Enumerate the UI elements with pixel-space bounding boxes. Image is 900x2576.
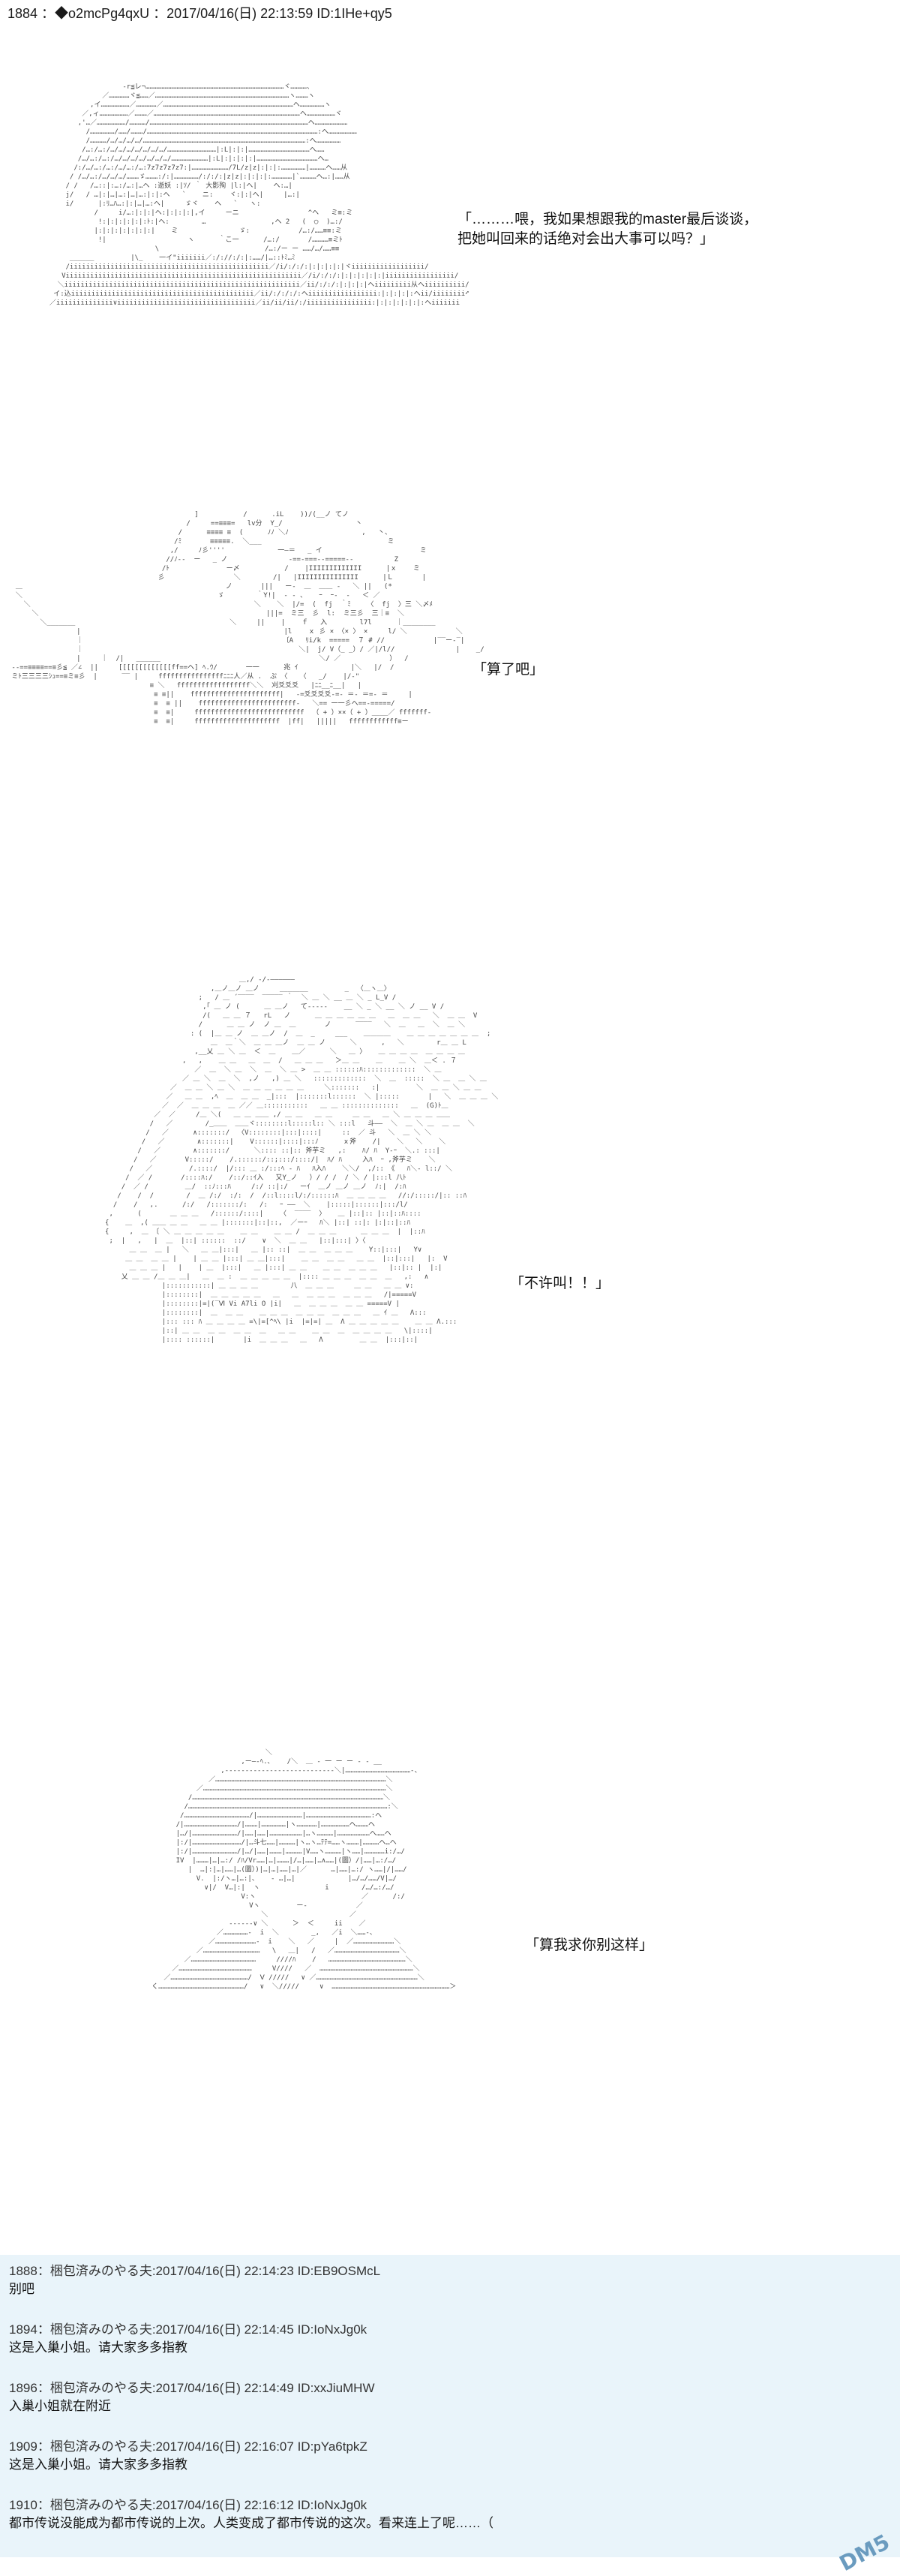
reply-body: 这是入巢小姐。请大家多多指教 [9, 2340, 188, 2355]
post-header: 1884 ：◆o2mcPg4qxU ：2017/04/16(日) 22:13:5… [8, 6, 392, 21]
site-logo: DM5 [836, 2529, 894, 2576]
speech-line: 「算我求你别这样」 [525, 1937, 654, 1953]
speech-line: 「算了吧」 [472, 662, 544, 678]
ascii-art-panel-1: -r≦レ¬…………………………………………………………………………………………ヾ… [49, 83, 469, 307]
reply-item: 1909：梱包済みのやる夫:2017/04/16(日) 22:16:07 ID:… [9, 2438, 368, 2474]
reply-item: 1888：梱包済みのやる夫:2017/04/16(日) 22:14:23 ID:… [9, 2262, 380, 2298]
reply-item: 1894：梱包済みのやる夫:2017/04/16(日) 22:14:45 ID:… [9, 2321, 367, 2357]
reply-meta: 1910：梱包済みのやる夫:2017/04/16(日) 22:16:12 ID:… [9, 2498, 368, 2512]
reply-meta: 1909：梱包済みのやる夫:2017/04/16(日) 22:16:07 ID:… [9, 2439, 368, 2454]
speech-line: 把她叫回来的话绝对会出大事可以吗？」 [458, 231, 715, 247]
ascii-art-panel-4: ＼ ,ー―‐ﾍ.､ /＼ ＿ ‐ 一 ー ー ‐ ‐ __ ,-‐‐‐‐‐‐‐‐… [152, 1749, 457, 1991]
reply-section: 1888：梱包済みのやる夫:2017/04/16(日) 22:14:23 ID:… [0, 2255, 900, 2576]
speech-line: 「不许叫！！」 [510, 1276, 610, 1291]
reply-item: 1910：梱包済みのやる夫:2017/04/16(日) 22:16:12 ID:… [9, 2496, 494, 2532]
reply-body: 别吧 [9, 2282, 34, 2296]
ascii-art-panel-3: ＿,/ ‐/‐―――――― ,＿ノ＿ノ ＿ノ _______ _ 〈＿ヽ＿〉 ;… [105, 976, 499, 1344]
ascii-art-panel-2: ] / .iL ))/(__ノ てノ / ==≡≡≡= lv分 Y_/ 丶 / … [11, 511, 484, 726]
reply-body: 入巢小姐就在附近 [9, 2399, 111, 2413]
speech-line: 「………喂，我如果想跟我的master最后谈谈， [458, 212, 758, 227]
reply-meta: 1896：梱包済みのやる夫:2017/04/16(日) 22:14:49 ID:… [9, 2381, 375, 2395]
reply-meta: 1888：梱包済みのやる夫:2017/04/16(日) 22:14:23 ID:… [9, 2264, 381, 2278]
reply-body: 这是入巢小姐。请大家多多指教 [9, 2457, 188, 2472]
reply-meta: 1894：梱包済みのやる夫:2017/04/16(日) 22:14:45 ID:… [9, 2322, 368, 2337]
reply-item: 1896：梱包済みのやる夫:2017/04/16(日) 22:14:49 ID:… [9, 2379, 375, 2415]
reply-body: 都市传说没能成为都市传说的上次。人类变成了都市传说的这次。看来连上了呢……（ [9, 2516, 494, 2530]
